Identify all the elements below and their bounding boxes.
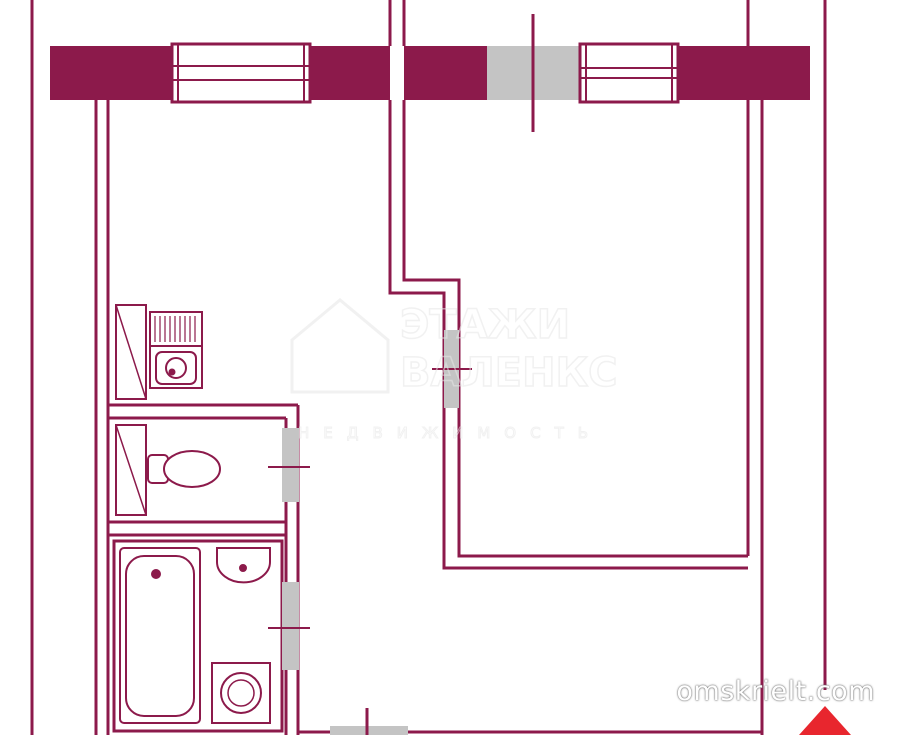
facade-gap — [390, 46, 404, 100]
corner-marker — [799, 706, 851, 735]
bathtub-icon — [119, 547, 201, 724]
balcony-door — [487, 14, 579, 132]
toilet-icon — [147, 450, 221, 488]
room-door — [432, 330, 472, 408]
bathroom-door — [268, 582, 310, 670]
brand-line-1: ЭТАЖИ — [400, 302, 570, 348]
doors — [268, 330, 472, 735]
house-logo-icon — [290, 298, 390, 394]
kitchen-fixtures — [115, 304, 203, 400]
site-watermark: omskrielt.com — [676, 676, 875, 707]
entrance-door — [330, 708, 408, 735]
toilet-door — [268, 428, 310, 502]
facade-band — [50, 46, 810, 100]
brand-line-2: ВАЛЕНКС — [400, 350, 618, 396]
washbasin-icon — [216, 547, 271, 584]
window-right — [578, 42, 680, 104]
washing-machine-icon — [211, 662, 271, 724]
toilet-room-fixtures — [115, 424, 221, 516]
kitchen-sink-icon — [149, 345, 203, 389]
stove-icon — [149, 311, 203, 347]
bathroom-fixtures — [119, 547, 271, 724]
toilet-cabinet — [115, 424, 147, 516]
brand-watermark: ЭТАЖИ ВАЛЕНКС НЕДВИЖИМОСТЬ — [290, 298, 618, 443]
kitchen-cabinet — [115, 304, 147, 400]
facade-wall — [50, 14, 810, 132]
partition-right-contour — [402, 100, 748, 558]
partition-left-contour — [388, 100, 748, 570]
window-left — [170, 42, 312, 104]
brand-tagline: НЕДВИЖИМОСТЬ — [298, 424, 602, 442]
